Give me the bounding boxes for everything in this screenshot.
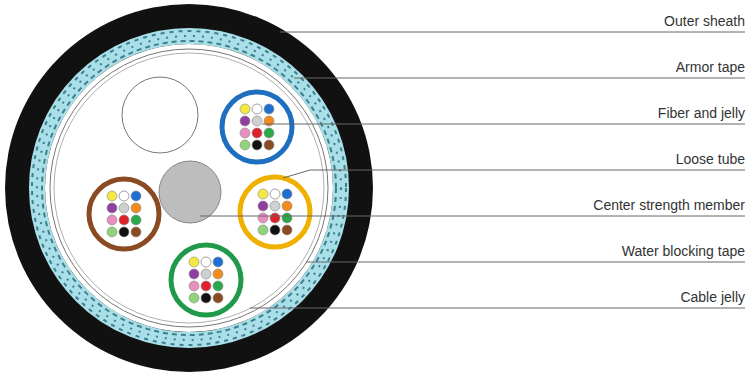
- part-label: Fiber and jelly: [658, 105, 745, 121]
- part-label: Center strength member: [593, 197, 745, 213]
- part-label: Armor tape: [676, 59, 745, 75]
- part-label: Water blocking tape: [622, 243, 745, 259]
- part-label: Outer sheath: [664, 13, 745, 29]
- part-label: Cable jelly: [680, 289, 745, 305]
- part-label: Loose tube: [676, 151, 745, 167]
